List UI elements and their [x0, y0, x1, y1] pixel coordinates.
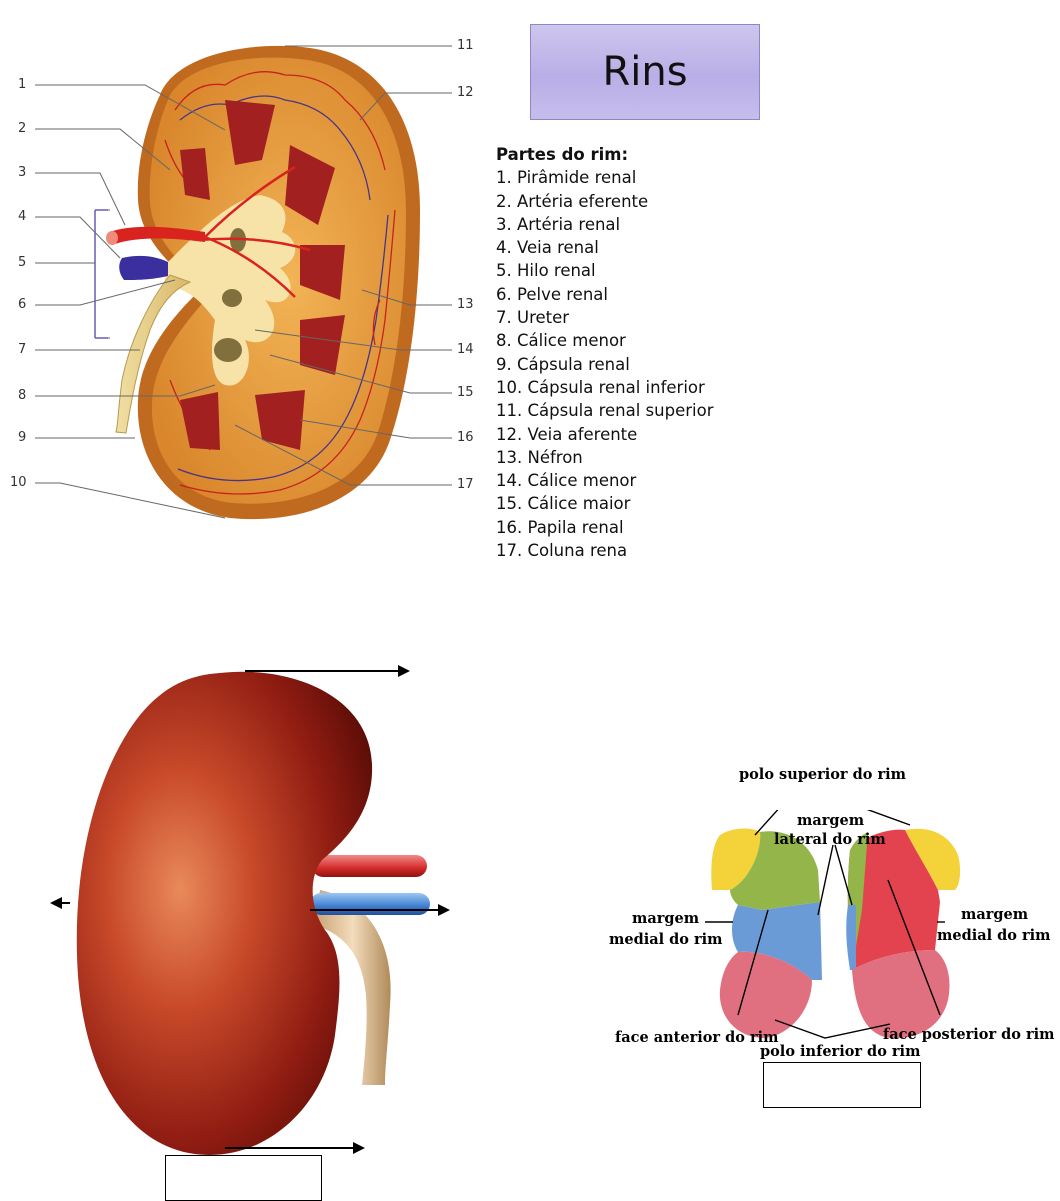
- label-polo-superior: polo superior do rim: [739, 766, 906, 783]
- label-margem-medial-left-2: medial do rim: [609, 931, 723, 948]
- page-title: Rins: [530, 24, 760, 120]
- legend-item: 7. Ureter: [496, 308, 570, 328]
- legend-item: 3. Artéria renal: [496, 214, 621, 234]
- callout-4: 4: [18, 209, 27, 224]
- label-margem-medial-right-2: medial do rim: [937, 927, 1051, 944]
- callout-8: 8: [18, 388, 27, 403]
- callout-10: 10: [10, 475, 27, 490]
- legend-item: 6. Pelve renal: [496, 284, 608, 304]
- callout-12: 12: [457, 85, 474, 100]
- legend-item: 11. Cápsula renal superior: [496, 401, 714, 421]
- callout-17: 17: [457, 477, 474, 492]
- kidney-anterior-view: [711, 828, 822, 1038]
- callout-1: 1: [18, 77, 27, 92]
- kidney-body: [76, 671, 373, 1155]
- renal-artery: [110, 226, 205, 245]
- callout-7: 7: [18, 342, 27, 357]
- callout-5: 5: [18, 255, 27, 270]
- legend-item: 13. Néfron: [496, 447, 583, 467]
- kidney-cross-section-diagram: [35, 45, 452, 520]
- legend-item: 10. Cápsula renal inferior: [496, 377, 705, 397]
- kidney-exterior-diagram: [50, 665, 450, 1155]
- legend-item: 9. Cápsula renal: [496, 354, 630, 374]
- callout-15: 15: [457, 385, 474, 400]
- callout-11: 11: [457, 38, 474, 53]
- label-polo-inferior: polo inferior do rim: [760, 1043, 921, 1060]
- callout-16: 16: [457, 430, 474, 445]
- renal-artery-exterior: [312, 855, 427, 877]
- callout-14: 14: [457, 342, 474, 357]
- legend-item: 8. Cálice menor: [496, 331, 626, 351]
- label-face-posterior: face posterior do rim: [883, 1026, 1055, 1043]
- label-margem-lateral-1: margem: [797, 812, 865, 829]
- kidney-faces-diagram: [705, 810, 961, 1039]
- ureter-exterior: [315, 890, 391, 1085]
- label-margem-medial-left-1: margem: [632, 910, 700, 927]
- legend-item: 5. Hilo renal: [496, 261, 596, 281]
- answer-box-right[interactable]: [763, 1062, 921, 1108]
- legend-item: 14. Cálice menor: [496, 471, 637, 491]
- renal-vein: [119, 255, 168, 280]
- callout-2: 2: [18, 121, 27, 136]
- faces-leader-lines: [705, 810, 945, 1039]
- legend-item: 12. Veia aferente: [496, 424, 638, 444]
- renal-pyramids: [180, 100, 345, 450]
- label-face-anterior: face anterior do rim: [615, 1029, 779, 1046]
- answer-box-left[interactable]: [165, 1155, 322, 1201]
- legend-item: 16. Papila renal: [496, 517, 624, 537]
- ureter: [115, 274, 192, 434]
- legend-heading: Partes do rim:: [496, 145, 629, 164]
- cortex-vessels: [164, 71, 396, 495]
- legend-item: 2. Artéria eferente: [496, 191, 649, 211]
- callout-9: 9: [18, 430, 27, 445]
- legend-item: 1. Pirâmide renal: [496, 168, 637, 188]
- label-margem-medial-right-1: margem: [961, 906, 1029, 923]
- legend-item: 15. Cálice maior: [496, 494, 631, 514]
- callout-6: 6: [18, 297, 27, 312]
- callout-13: 13: [457, 297, 474, 312]
- renal-vein-exterior: [310, 893, 430, 915]
- legend-item: 4. Veia renal: [496, 238, 599, 258]
- legend-item: 17. Coluna rena: [496, 541, 628, 561]
- minor-calyces: [214, 228, 246, 362]
- label-margem-lateral-2: lateral do rim: [774, 831, 886, 848]
- pointer-arrows: [50, 665, 450, 1154]
- kidney-posterior-view: [846, 828, 961, 1039]
- callout-3: 3: [18, 165, 27, 180]
- leader-lines-right: [234, 45, 452, 486]
- parts-legend: Partes do rim: 1. Pirâmide renal 2. Arté…: [496, 143, 713, 562]
